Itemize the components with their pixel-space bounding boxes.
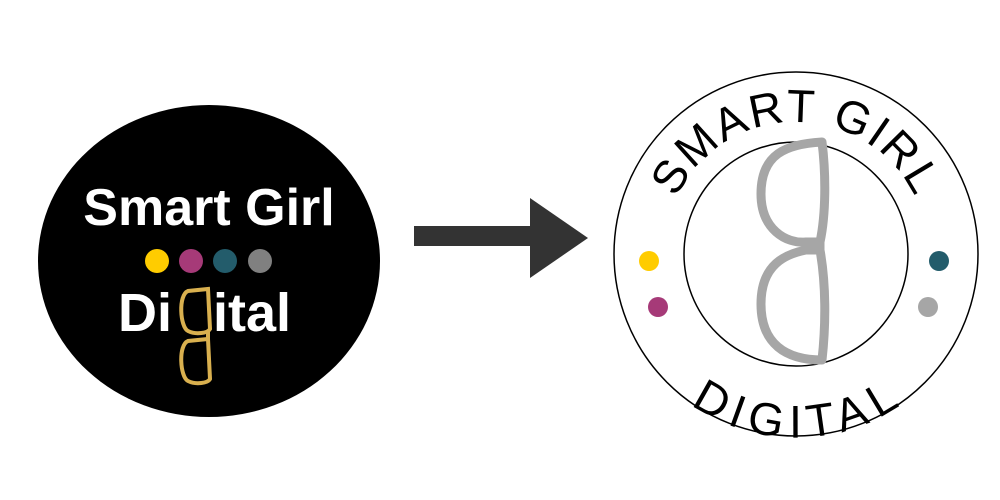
yellow-dot (145, 249, 169, 273)
old-logo-digital-suffix: ital (213, 283, 291, 343)
teal-dot (929, 251, 949, 271)
magenta-dot (648, 297, 668, 317)
old-logo-background (38, 105, 380, 417)
new-logo: SMART GIRL DIGITAL (613, 71, 979, 444)
old-logo-title: Smart Girl (83, 179, 334, 237)
old-logo: Smart Girl Di ital (38, 105, 380, 417)
magenta-dot (179, 249, 203, 273)
glasses-icon (179, 286, 213, 386)
gray-dot (248, 249, 272, 273)
glasses-icon (756, 137, 830, 365)
old-logo-digital-prefix: Di (118, 283, 172, 343)
color-dots (145, 249, 272, 273)
right-arrow-icon (414, 198, 588, 278)
gray-dot (918, 297, 938, 317)
yellow-dot (639, 251, 659, 271)
teal-dot (213, 249, 237, 273)
